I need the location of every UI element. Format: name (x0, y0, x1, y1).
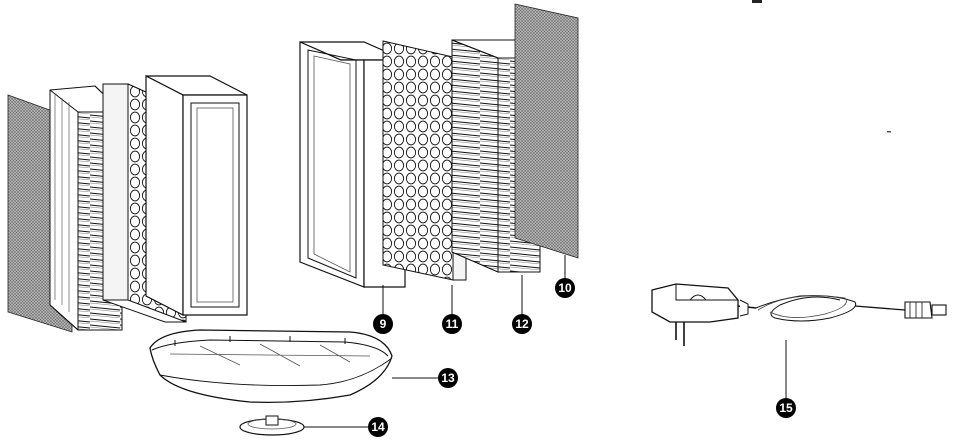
left-frame-housing (145, 75, 248, 316)
callout-13: 13 (438, 368, 458, 388)
base-tray (149, 329, 393, 404)
callout-9: 9 (373, 314, 393, 334)
callout-12: 12 (512, 314, 532, 334)
callout-10: 10 (555, 278, 575, 298)
callout-label-13: 13 (441, 371, 455, 385)
callout-label-15: 15 (779, 401, 793, 415)
callout-15: 15 (776, 398, 796, 418)
callout-14: 14 (368, 417, 388, 437)
callout-label-14: 14 (371, 420, 385, 434)
small-part (239, 415, 305, 436)
callout-label-10: 10 (558, 281, 572, 295)
scan-artifacts (752, 0, 891, 133)
right-mesh-screen (514, 3, 579, 259)
power-adapter (651, 283, 947, 346)
callout-label-12: 12 (515, 317, 529, 331)
callout-label-11: 11 (446, 317, 459, 331)
leader-lines (304, 255, 787, 428)
callout-11: 11 (442, 314, 462, 334)
right-filter-stack (299, 3, 579, 288)
callout-label-9: 9 (380, 317, 387, 331)
left-filter-stack (7, 75, 248, 333)
